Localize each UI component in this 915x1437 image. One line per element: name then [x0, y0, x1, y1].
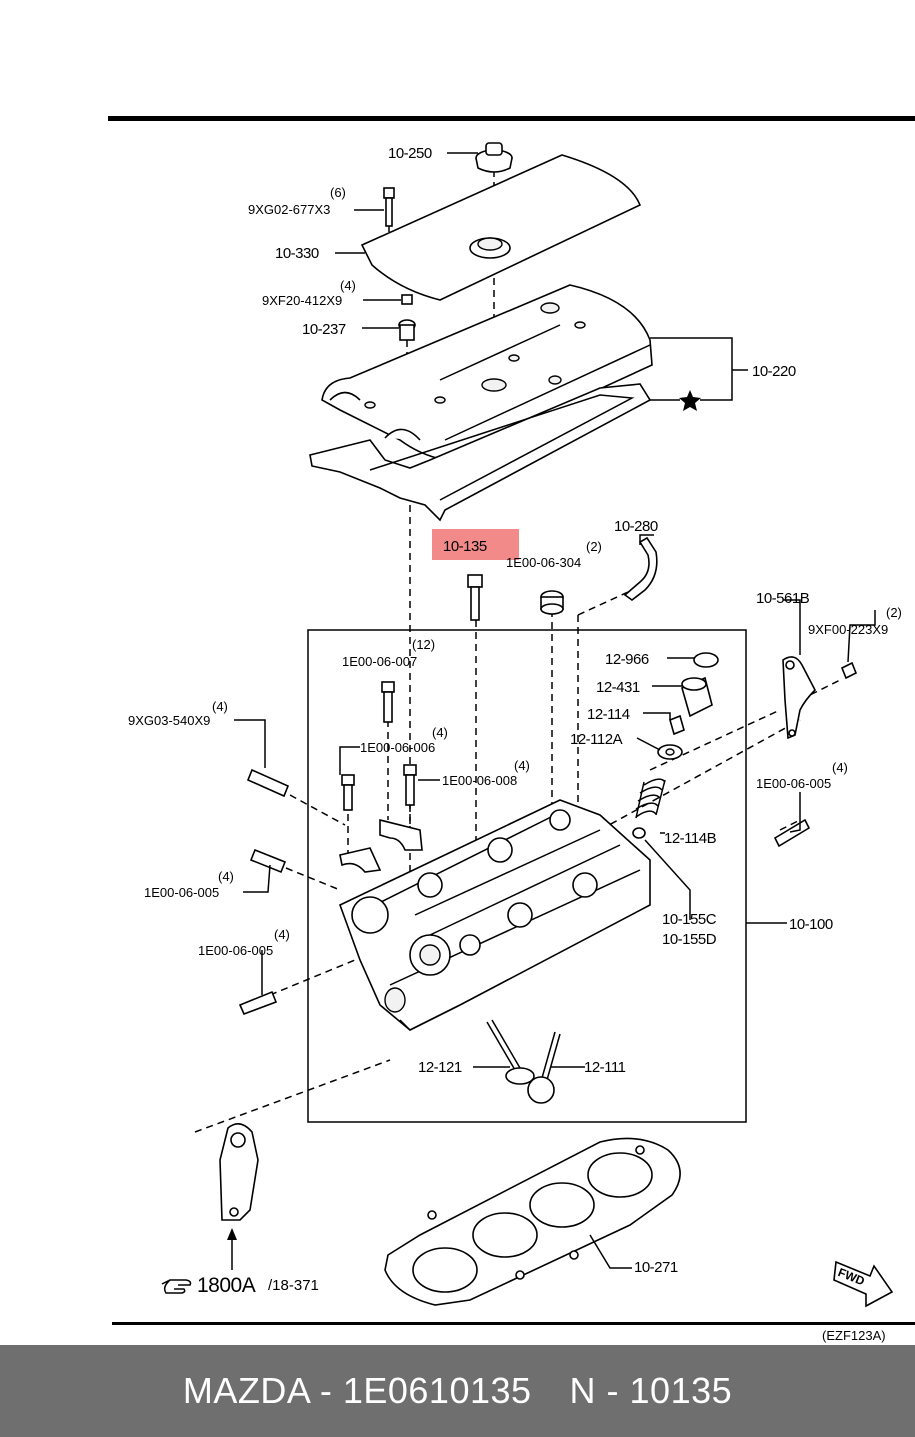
stud-1e00-06-008	[403, 764, 417, 806]
engine-hanger-bracket	[219, 1123, 259, 1221]
label-10-561b: 10-561B	[756, 590, 810, 607]
label-qty-4g: (4)	[274, 927, 290, 942]
footer-number: N - 10135	[569, 1370, 733, 1411]
engine-cylinder-head-diagram: 10-250 (6) 9XG02-677X3 10-330 (4) 9XF20-…	[108, 116, 915, 1343]
label-10-271: 10-271	[634, 1259, 678, 1276]
label-9xg02-677x3: 9XG02-677X3	[248, 202, 330, 217]
seal-1e00-06-304	[540, 590, 564, 615]
stud-1e00-06-006	[341, 774, 355, 811]
label-qty-6: (6)	[330, 185, 346, 200]
label-12-114: 12-114	[587, 706, 630, 723]
fitting-10-280	[623, 536, 658, 601]
label-qty-4a: (4)	[340, 278, 356, 293]
nut-9xf20	[401, 294, 413, 305]
stud-9xg03	[246, 768, 290, 798]
label-1e00-06-007: 1E00-06-007	[342, 654, 417, 669]
label-12-114b: 12-114B	[664, 830, 717, 847]
footer-brand-part: MAZDA - 1E0610135	[182, 1370, 532, 1411]
label-12-431: 12-431	[596, 679, 640, 696]
tappet-12-431	[681, 676, 713, 718]
label-qty-4c: (4)	[432, 725, 448, 740]
label-qty-4b: (4)	[212, 699, 228, 714]
spring-12-114b	[635, 778, 666, 819]
label-1e00-06-005-right: 1E00-06-005	[756, 776, 831, 791]
cylinder-head	[338, 799, 651, 1031]
label-1e00-06-304: 1E00-06-304	[506, 555, 581, 570]
head-cover-plate	[360, 154, 642, 301]
part-number-footer: MAZDA - 1E0610135 N - 10135	[0, 1345, 915, 1437]
label-9xg03-540x9: 9XG03-540X9	[128, 713, 210, 728]
label-10-155c: 10-155C	[662, 911, 717, 928]
label-18-371: /18-371	[268, 1277, 319, 1294]
label-10-280: 10-280	[614, 518, 658, 535]
label-qty-4f: (4)	[218, 869, 234, 884]
label-qty-4e: (4)	[832, 760, 848, 775]
pointing-hand-icon	[161, 1279, 192, 1294]
cylinder-head-box	[307, 629, 747, 1123]
label-10-155d: 10-155D	[662, 931, 717, 948]
label-1e00-06-005-lower: 1E00-06-005	[198, 943, 273, 958]
bracket-10-561b	[782, 656, 858, 740]
oil-filler-cap	[475, 142, 513, 173]
shim-12-966	[693, 652, 719, 668]
grommet-10-237	[398, 319, 416, 341]
label-9xf00-223x9: 9XF00-223X9	[808, 622, 888, 637]
label-9xf20-412x9: 9XF20-412X9	[262, 293, 342, 308]
label-10-250: 10-250	[388, 145, 432, 162]
cylinder-head-cover	[321, 284, 653, 461]
star-icon	[679, 390, 701, 411]
label-qty-4d: (4)	[514, 758, 530, 773]
label-10-330: 10-330	[275, 245, 319, 262]
label-10-220: 10-220	[752, 363, 796, 380]
stud-1e00-06-005-left	[249, 848, 287, 874]
leader-lines	[234, 152, 876, 1269]
camshaft-caps	[339, 818, 423, 873]
label-12-111: 12-111	[584, 1059, 626, 1076]
label-12-121: 12-121	[418, 1059, 462, 1076]
label-qty-12: (12)	[412, 637, 435, 652]
label-1e00-06-005-left: 1E00-06-005	[144, 885, 219, 900]
stud-1e00-06-007	[381, 681, 395, 723]
retainer-12-112a	[657, 744, 683, 760]
label-12-112a: 12-112A	[570, 731, 623, 748]
label-12-966: 12-966	[605, 651, 649, 668]
highlight-box	[432, 529, 519, 560]
keeper-12-114	[669, 714, 685, 736]
valve-12-121	[486, 1019, 535, 1085]
label-ezf123a: (EZF123A)	[822, 1328, 886, 1343]
bottom-rule	[112, 1322, 915, 1325]
bolt-9xg02	[383, 187, 395, 227]
top-rule	[108, 116, 915, 121]
stud-1e00-06-005-lower	[238, 990, 278, 1016]
label-qty-2a: (2)	[586, 539, 602, 554]
label-1800a: 1800A	[197, 1274, 256, 1297]
valve-12-111	[527, 1031, 561, 1104]
head-gasket	[384, 1137, 681, 1306]
label-10-100: 10-100	[789, 916, 833, 933]
part-labels: 10-250 (6) 9XG02-677X3 10-330 (4) 9XF20-…	[128, 145, 902, 1343]
label-1e00-06-006: 1E00-06-006	[360, 740, 435, 755]
head-cover-gasket	[309, 383, 652, 522]
label-10-135: 10-135	[443, 538, 487, 555]
bolt-10-135	[467, 574, 483, 621]
label-10-237: 10-237	[302, 321, 346, 338]
label-qty-2b: (2)	[886, 605, 902, 620]
seal-10-155	[632, 827, 646, 839]
fwd-arrow-icon: FWD	[833, 1260, 894, 1308]
label-1e00-06-008: 1E00-06-008	[442, 773, 517, 788]
